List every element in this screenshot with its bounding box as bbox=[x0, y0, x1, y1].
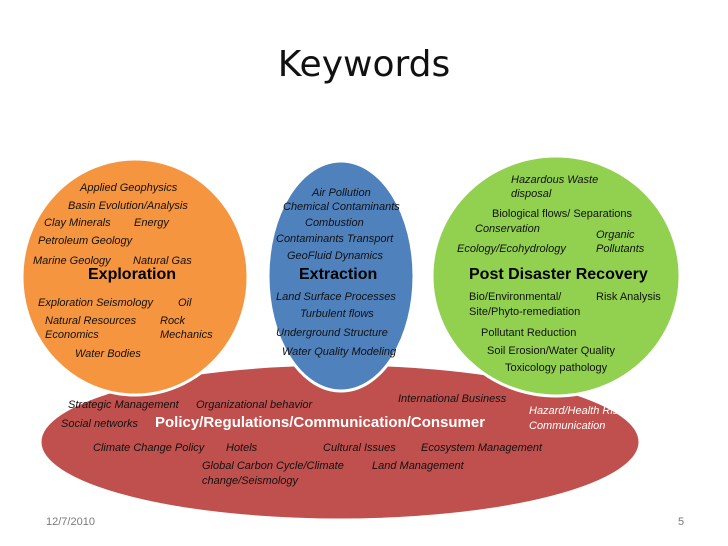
recovery-circle bbox=[430, 154, 682, 398]
policy-item: Strategic Management bbox=[68, 399, 179, 411]
policy-item: International Business bbox=[398, 393, 507, 405]
recovery-item: Bio/Environmental/ bbox=[469, 291, 562, 303]
extraction-item: Combustion bbox=[305, 217, 364, 229]
recovery-item: Conservation bbox=[475, 223, 540, 235]
exploration-item: Clay Minerals bbox=[44, 217, 111, 229]
recovery-item: Risk Analysis bbox=[596, 291, 661, 303]
policy-item: Organizational behavior bbox=[196, 399, 313, 411]
extraction-circle bbox=[266, 159, 416, 393]
exploration-item: Exploration Seismology bbox=[38, 297, 153, 309]
policy-item: Global Carbon Cycle/Climate bbox=[202, 460, 344, 472]
policy-heading: Policy/Regulations/Communication/Consume… bbox=[155, 414, 486, 431]
slide-title: Keywords bbox=[277, 44, 451, 85]
recovery-item: Pollutants bbox=[596, 243, 645, 255]
recovery-item: disposal bbox=[511, 188, 552, 200]
policy-item: Ecosystem Management bbox=[421, 442, 543, 454]
exploration-circle bbox=[20, 157, 250, 397]
extraction-item: Chemical Contaminants bbox=[283, 201, 400, 213]
policy-item: Cultural Issues bbox=[323, 442, 396, 454]
recovery-item: Site/Phyto-remediation bbox=[469, 306, 581, 318]
exploration-item: Basin Evolution/Analysis bbox=[68, 200, 188, 212]
policy-item: Climate Change Policy bbox=[93, 442, 205, 454]
exploration-item: Energy bbox=[134, 217, 169, 229]
exploration-item: Natural Gas bbox=[133, 255, 192, 267]
exploration-item: Rock bbox=[160, 315, 186, 327]
exploration-item: Water Bodies bbox=[75, 348, 141, 360]
exploration-item: Marine Geology bbox=[33, 255, 111, 267]
extraction-heading: Extraction bbox=[299, 266, 378, 283]
extraction-item: Turbulent flows bbox=[300, 308, 374, 320]
recovery-item: Pollutant Reduction bbox=[481, 327, 577, 339]
exploration-item: Mechanics bbox=[160, 329, 213, 341]
extraction-item: Air Pollution bbox=[312, 187, 371, 199]
recovery-item: Toxicology pathology bbox=[505, 362, 608, 374]
exploration-item: Economics bbox=[45, 329, 99, 341]
exploration-item: Oil bbox=[178, 297, 192, 309]
recovery-item: Hazardous Waste bbox=[511, 174, 599, 186]
recovery-item: Biological flows/ Separations bbox=[492, 208, 633, 220]
exploration-item: Applied Geophysics bbox=[80, 182, 178, 194]
policy-item: Hotels bbox=[226, 442, 258, 454]
extraction-item: Water Quality Modeling bbox=[282, 346, 397, 358]
extraction-item: Contaminants Transport bbox=[276, 233, 394, 245]
policy-item: Communication bbox=[529, 420, 606, 432]
recovery-item: Organic bbox=[596, 229, 635, 241]
policy-item: Social networks bbox=[61, 418, 139, 430]
extraction-item: Land Surface Processes bbox=[276, 291, 396, 303]
policy-item: Land Management bbox=[372, 460, 464, 472]
slide-date: 12/7/2010 bbox=[46, 516, 95, 528]
policy-item: change/Seismology bbox=[202, 475, 299, 487]
extraction-item: GeoFluid Dynamics bbox=[287, 250, 383, 262]
recovery-item: Ecology/Ecohydrology bbox=[457, 243, 566, 255]
recovery-item: Soil Erosion/Water Quality bbox=[487, 345, 615, 357]
recovery-heading: Post Disaster Recovery bbox=[469, 266, 648, 283]
slide-page-number: 5 bbox=[678, 516, 685, 528]
extraction-item: Underground Structure bbox=[276, 327, 388, 339]
exploration-item: Petroleum Geology bbox=[38, 235, 133, 247]
exploration-heading: Exploration bbox=[88, 266, 177, 283]
exploration-item: Natural Resources bbox=[45, 315, 137, 327]
policy-item: Hazard/Health Risk bbox=[529, 405, 624, 417]
